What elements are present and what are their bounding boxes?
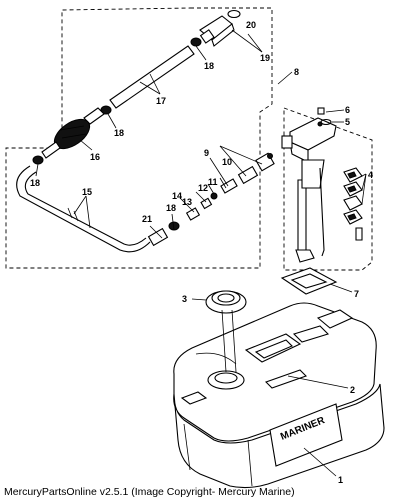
callout-14: 14 [172, 191, 182, 201]
copyright-caption: MercuryPartsOnline v2.5.1 (Image Copyrig… [4, 486, 295, 498]
hose-clamp-18-left [32, 155, 44, 165]
callout-5: 5 [345, 117, 350, 127]
callout-18-left: 18 [30, 178, 40, 188]
callout-4: 4 [368, 170, 373, 180]
pickup-assembly-boundary [283, 107, 373, 271]
hose-clamp-18-upper [100, 105, 112, 115]
callout-3: 3 [182, 294, 187, 304]
screw-and-washer [317, 107, 332, 126]
fuel-hose-15 [16, 165, 151, 253]
tank-connector-parts [185, 152, 275, 221]
pickup-parts-4 [343, 167, 363, 241]
pickup-tube [295, 159, 325, 263]
leader-lines-pickup [191, 109, 367, 301]
callout-11: 11 [208, 177, 218, 187]
primer-bulb-16 [41, 107, 105, 159]
engine-connector-19 [199, 15, 235, 47]
fuel-line-assembly-boundary [5, 7, 273, 269]
callout-8: 8 [294, 67, 299, 77]
fuel-hose-17 [109, 45, 195, 109]
o-ring-20 [227, 9, 241, 19]
callout-15: 15 [82, 187, 92, 197]
callout-18-top: 18 [204, 61, 214, 71]
callout-13: 13 [182, 197, 192, 207]
callout-2: 2 [350, 385, 355, 395]
callout-16: 16 [90, 152, 100, 162]
leader-lines-fuel-line [35, 29, 293, 239]
callout-20: 20 [246, 20, 256, 30]
fuel-tank-1 [173, 302, 385, 489]
callout-12: 12 [198, 183, 208, 193]
callout-19: 19 [260, 53, 270, 63]
hose-clamp-18-top [190, 37, 202, 47]
callout-9: 9 [204, 148, 209, 158]
leader-lines-tank [221, 309, 349, 477]
callout-6: 6 [345, 105, 350, 115]
callout-10: 10 [222, 157, 232, 167]
callout-17: 17 [156, 96, 166, 106]
gasket-7 [280, 267, 338, 295]
fuel-cap-3 [205, 290, 247, 314]
callout-7: 7 [354, 289, 359, 299]
fitting-21 [147, 227, 169, 247]
callout-1: 1 [338, 475, 343, 485]
callout-21: 21 [142, 214, 152, 224]
callout-18-lower: 18 [166, 203, 176, 213]
callout-18-upper: 18 [114, 128, 124, 138]
